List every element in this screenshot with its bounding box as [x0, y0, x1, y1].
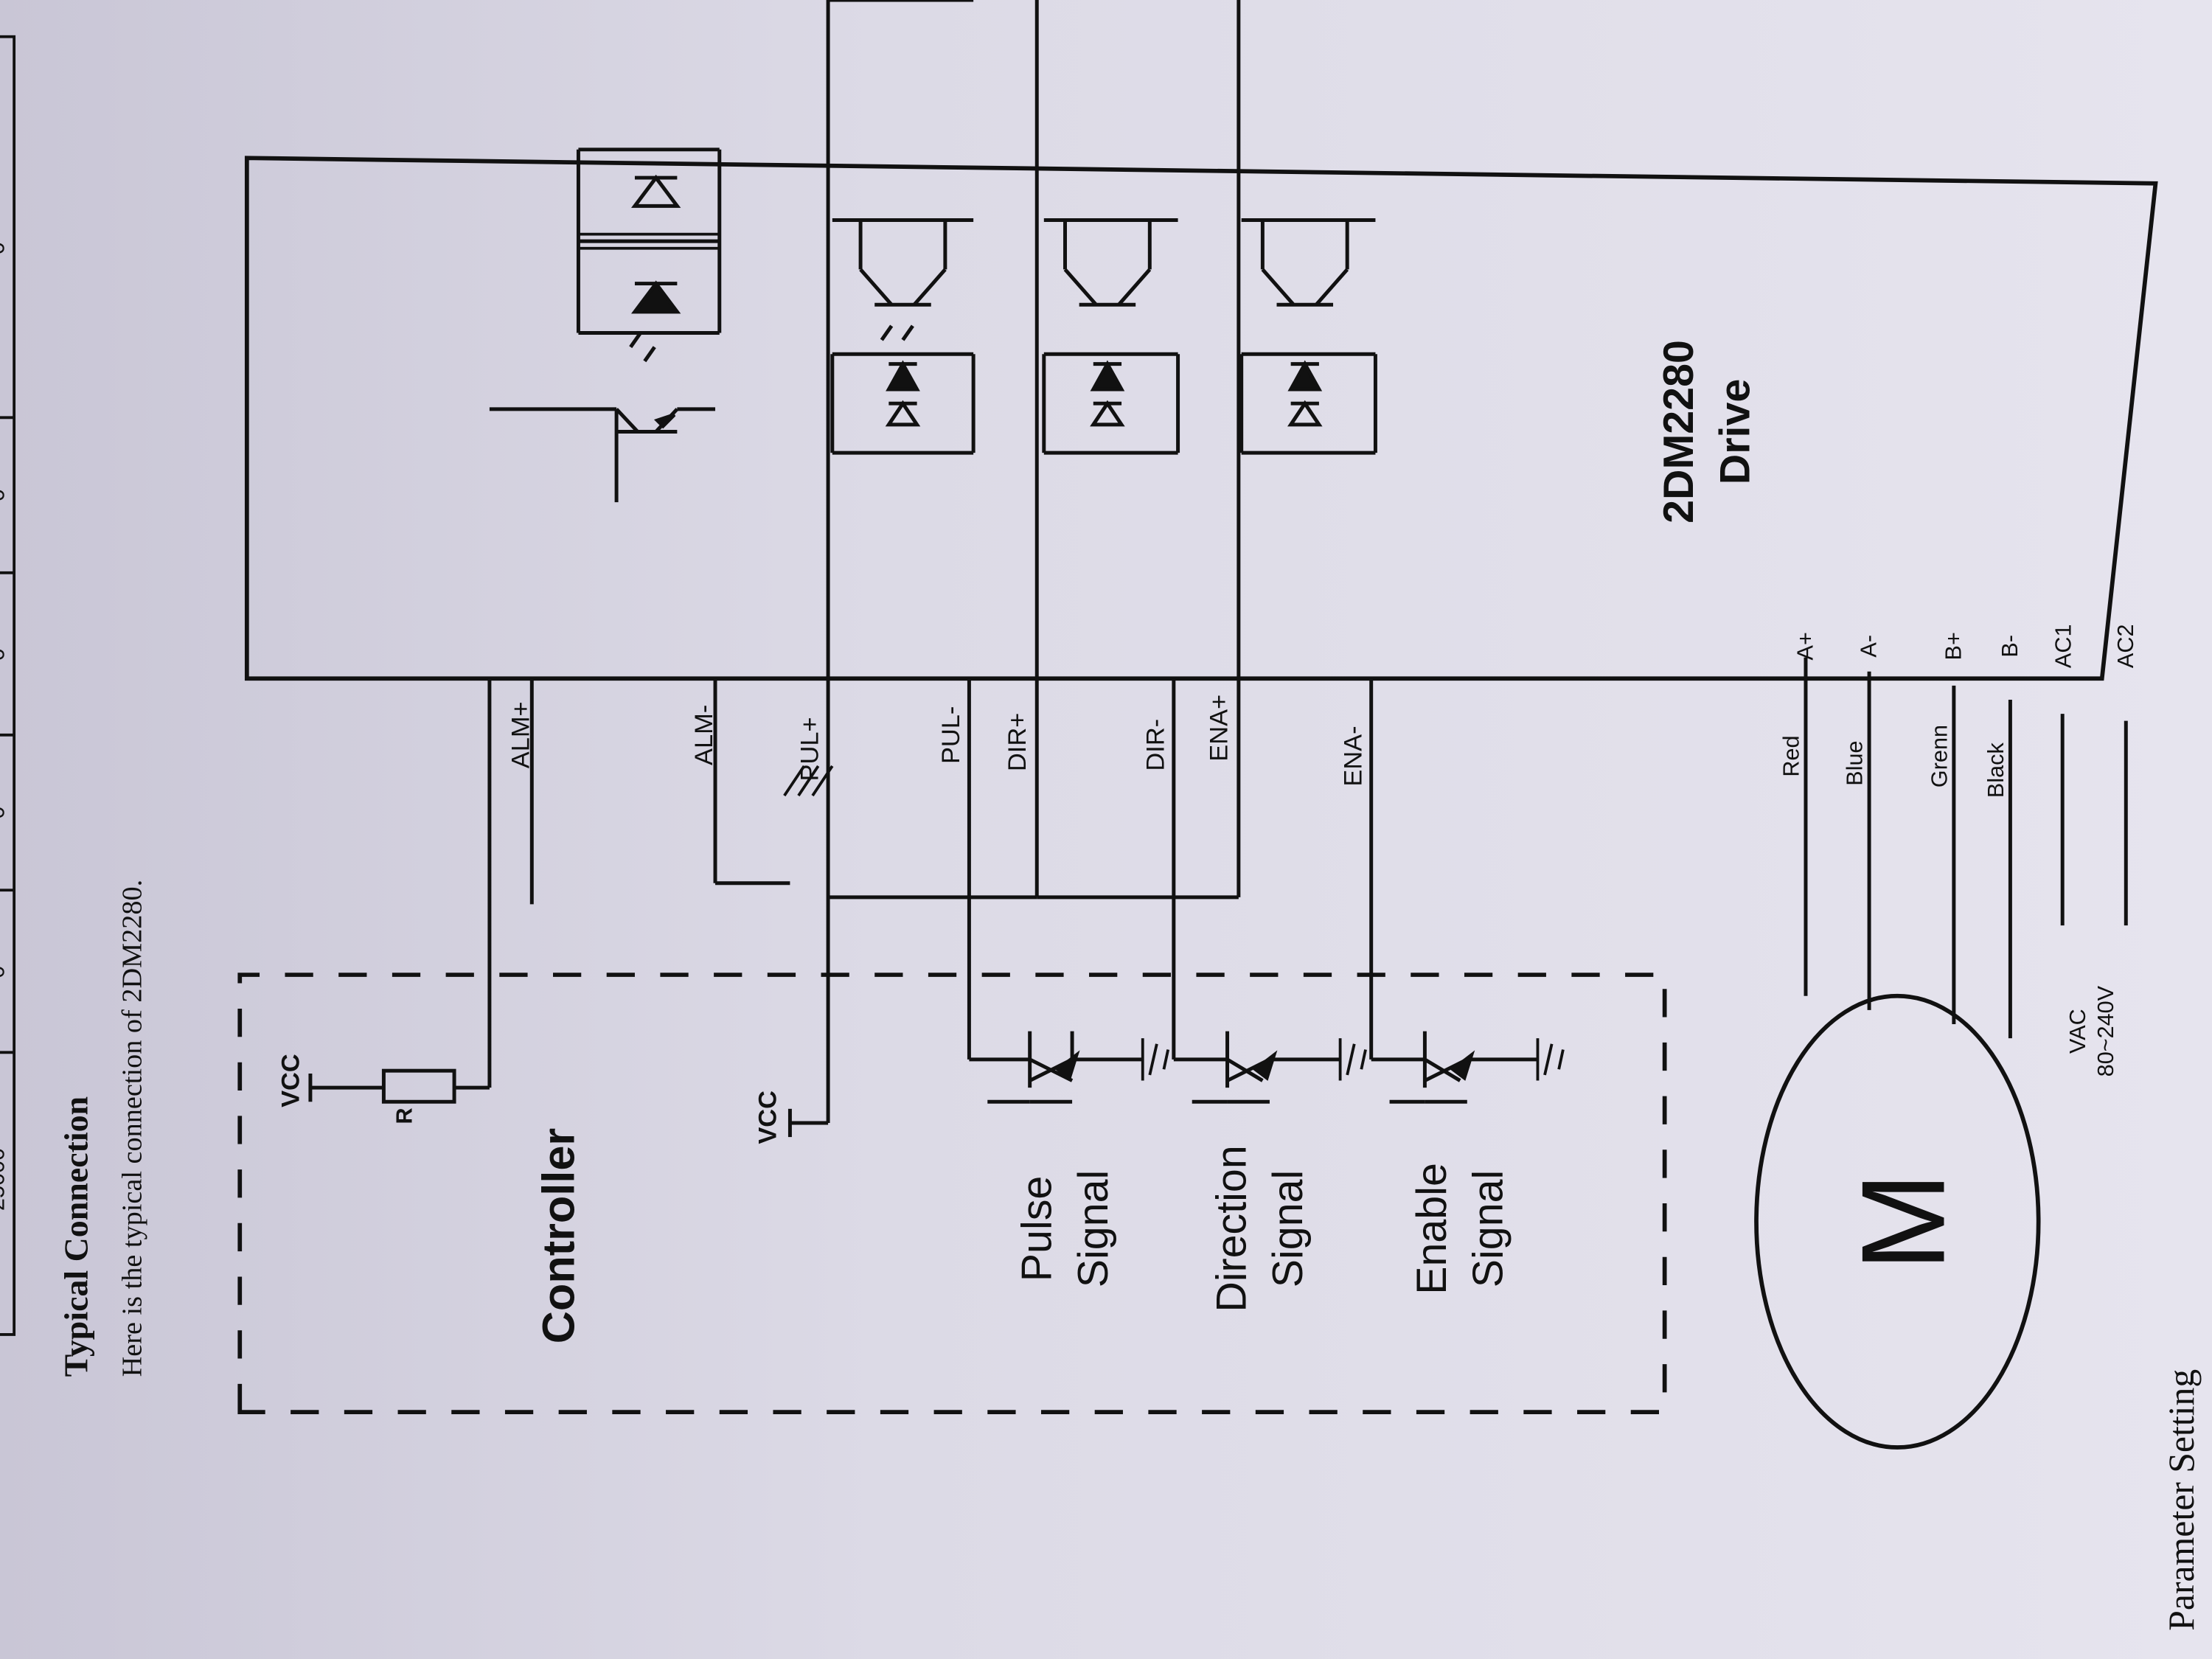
terminal-ac2: AC2 — [2113, 625, 2138, 669]
controller-label: Controller — [534, 1128, 584, 1344]
power-vac: VAC — [2065, 1009, 2090, 1054]
resistor-label: R — [392, 1107, 417, 1124]
terminal-a-minus: A- — [1857, 635, 1882, 658]
power-range: 80~240V — [2093, 985, 2118, 1077]
table-cell: 0 — [0, 807, 10, 819]
table-cell: 0 — [0, 648, 10, 661]
terminal-alm-minus: ALM- — [690, 705, 718, 765]
footer-heading: Parameter Setting — [2161, 1369, 2202, 1631]
direction-input-circuit: DIR+ DIR- Direction Signal — [828, 0, 1367, 1312]
pulse-signal-label-1: Pulse — [1013, 1176, 1060, 1282]
motor-power-section: M Red Blue Grenn Black VAC 80~240V A+ A-… — [1754, 625, 2138, 1450]
table-cell: 0 — [0, 242, 10, 254]
terminal-dir-plus: DIR+ — [1004, 713, 1032, 771]
wire-red: Red — [1778, 735, 1804, 776]
section-title: Typical Connection — [58, 1096, 95, 1377]
drive-box: 2DM2280 Drive — [244, 156, 2158, 681]
terminal-ac1: AC1 — [2051, 625, 2076, 669]
controller-box — [237, 973, 1667, 1415]
pulse-input-circuit: VCC — [754, 0, 1170, 1287]
table-value: 25000 — [0, 1148, 10, 1211]
table-cell: 0 — [0, 489, 10, 501]
section-subtitle: Here is the typical connection of 2DM228… — [116, 880, 147, 1377]
terminal-alm-plus: ALM+ — [507, 701, 535, 768]
wire-black: Black — [1983, 742, 2008, 799]
wire-green: Grenn — [1927, 725, 1952, 787]
drive-label: Drive — [1711, 379, 1759, 485]
vcc-pul-label: VCC — [754, 1091, 782, 1144]
vcc-top-label: VCC — [277, 1054, 305, 1107]
motor-label: M — [1837, 1172, 1969, 1271]
wire-blue: Blue — [1843, 740, 1868, 785]
terminal-b-plus: B+ — [1941, 632, 1966, 660]
drive-model-label: 2DM2280 — [1655, 340, 1703, 524]
enable-signal-label-2: Signal — [1465, 1170, 1512, 1287]
terminal-b-minus: B- — [1997, 635, 2023, 658]
motor-circle — [1754, 993, 2041, 1450]
terminal-ena-minus: ENA- — [1339, 726, 1367, 786]
terminal-pul-minus: PUL- — [937, 706, 965, 764]
direction-signal-label-2: Signal — [1265, 1170, 1312, 1287]
pulse-signal-label-2: Signal — [1070, 1170, 1117, 1287]
terminal-ena-plus: ENA+ — [1206, 695, 1234, 762]
controller-vcc-resistor: VCC R — [277, 1054, 490, 1124]
terminal-dir-minus: DIR- — [1141, 719, 1169, 771]
enable-signal-label-1: Enable — [1408, 1163, 1455, 1295]
enable-input-circuit: ENA+ ENA- Enable Signal — [1037, 0, 1565, 1295]
parameter-table-fragment: 25000 0 0 0 0 0 — [0, 35, 16, 1336]
resistor-r — [381, 1068, 456, 1104]
direction-signal-label-1: Direction — [1208, 1145, 1255, 1312]
alarm-output-circuit: ALM+ ALM- — [487, 147, 834, 1088]
terminal-pul-plus: PUL+ — [796, 717, 824, 781]
terminal-a-plus: A+ — [1793, 632, 1818, 660]
table-cell: 0 — [0, 966, 10, 978]
